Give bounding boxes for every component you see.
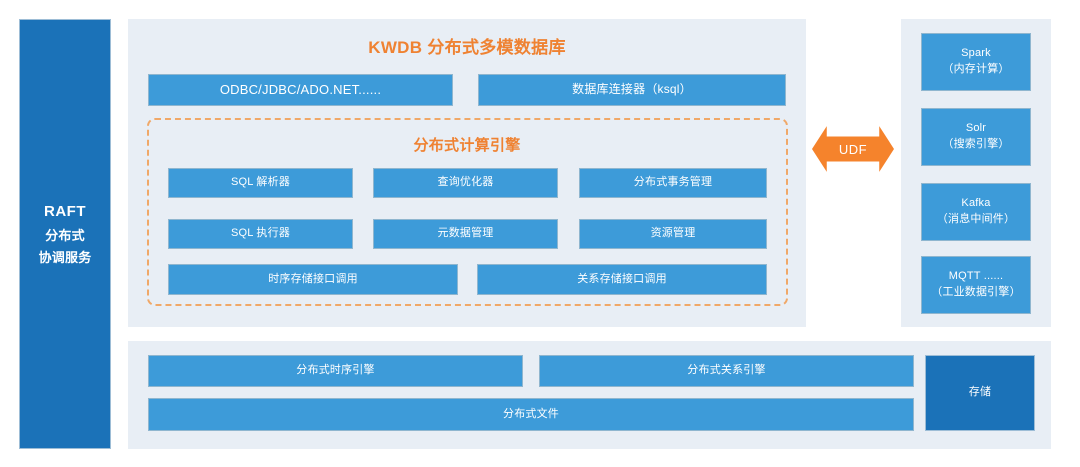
storage-box-timeseries-engine: 分布式时序引擎: [148, 355, 523, 387]
interface-box-connector: 数据库连接器（ksql）: [478, 74, 786, 106]
storage-side-label-box: 存储: [925, 355, 1035, 431]
ecosystem-box-spark: Spark （内存计算）: [921, 33, 1031, 91]
engine-box-relational-storage-api: 关系存储接口调用: [477, 264, 767, 295]
udf-bidirectional-arrow: UDF: [812, 123, 894, 175]
distributed-compute-engine-container: [147, 118, 788, 306]
engine-box-sql-executor: SQL 执行器: [168, 219, 353, 249]
interface-label: 数据库连接器（ksql）: [572, 82, 692, 97]
engine-box-label: 分布式事务管理: [633, 176, 713, 189]
engine-box-timeseries-storage-api: 时序存储接口调用: [168, 264, 458, 295]
engine-box-label: 时序存储接口调用: [268, 272, 358, 285]
interface-box-odbc: ODBC/JDBC/ADO.NET......: [148, 74, 453, 106]
engine-box-label: 关系存储接口调用: [577, 272, 667, 285]
engine-box-query-optimizer: 查询优化器: [373, 168, 558, 198]
storage-box-label: 分布式文件: [503, 407, 559, 420]
engine-box-distributed-transaction: 分布式事务管理: [579, 168, 767, 198]
raft-coordination-pillar: RAFT 分布式 协调服务: [19, 19, 111, 449]
ecosystem-box-solr: Solr （搜索引擎）: [921, 108, 1031, 166]
raft-subtitle-line1: 分布式: [45, 227, 85, 243]
ecosystem-box-name: Solr: [965, 122, 987, 135]
ecosystem-box-name: Kafka: [961, 197, 991, 210]
ecosystem-box-desc: （消息中间件）: [936, 213, 1016, 225]
engine-box-label: 查询优化器: [437, 176, 494, 189]
raft-subtitle-line2: 协调服务: [38, 249, 92, 265]
ecosystem-box-mqtt: MQTT ...... （工业数据引擎）: [921, 256, 1031, 314]
ecosystem-box-desc: （工业数据引擎）: [931, 286, 1021, 298]
engine-box-label: 元数据管理: [437, 227, 494, 240]
storage-box-label: 分布式时序引擎: [296, 364, 375, 377]
distributed-compute-engine-title: 分布式计算引擎: [413, 137, 521, 154]
ecosystem-box-desc: （内存计算）: [942, 63, 1010, 75]
udf-label: UDF: [838, 141, 868, 157]
storage-box-label: 分布式关系引擎: [687, 364, 766, 377]
engine-box-metadata-management: 元数据管理: [373, 219, 558, 249]
kwdb-title: KWDB 分布式多模数据库: [368, 38, 566, 57]
ecosystem-box-name: MQTT ......: [948, 270, 1004, 283]
storage-box-distributed-file: 分布式文件: [148, 398, 914, 431]
storage-side-label: 存储: [968, 386, 992, 399]
engine-box-label: SQL 执行器: [230, 227, 291, 240]
interface-label: ODBC/JDBC/ADO.NET......: [219, 81, 382, 97]
engine-box-sql-parser: SQL 解析器: [168, 168, 353, 198]
ecosystem-box-name: Spark: [961, 47, 991, 60]
engine-box-label: SQL 解析器: [230, 176, 291, 189]
ecosystem-box-desc: （搜索引擎）: [942, 138, 1010, 150]
raft-title: RAFT: [44, 203, 86, 221]
ecosystem-box-kafka: Kafka （消息中间件）: [921, 183, 1031, 241]
engine-box-label: 资源管理: [650, 227, 696, 240]
engine-box-resource-management: 资源管理: [579, 219, 767, 249]
storage-box-relational-engine: 分布式关系引擎: [539, 355, 914, 387]
